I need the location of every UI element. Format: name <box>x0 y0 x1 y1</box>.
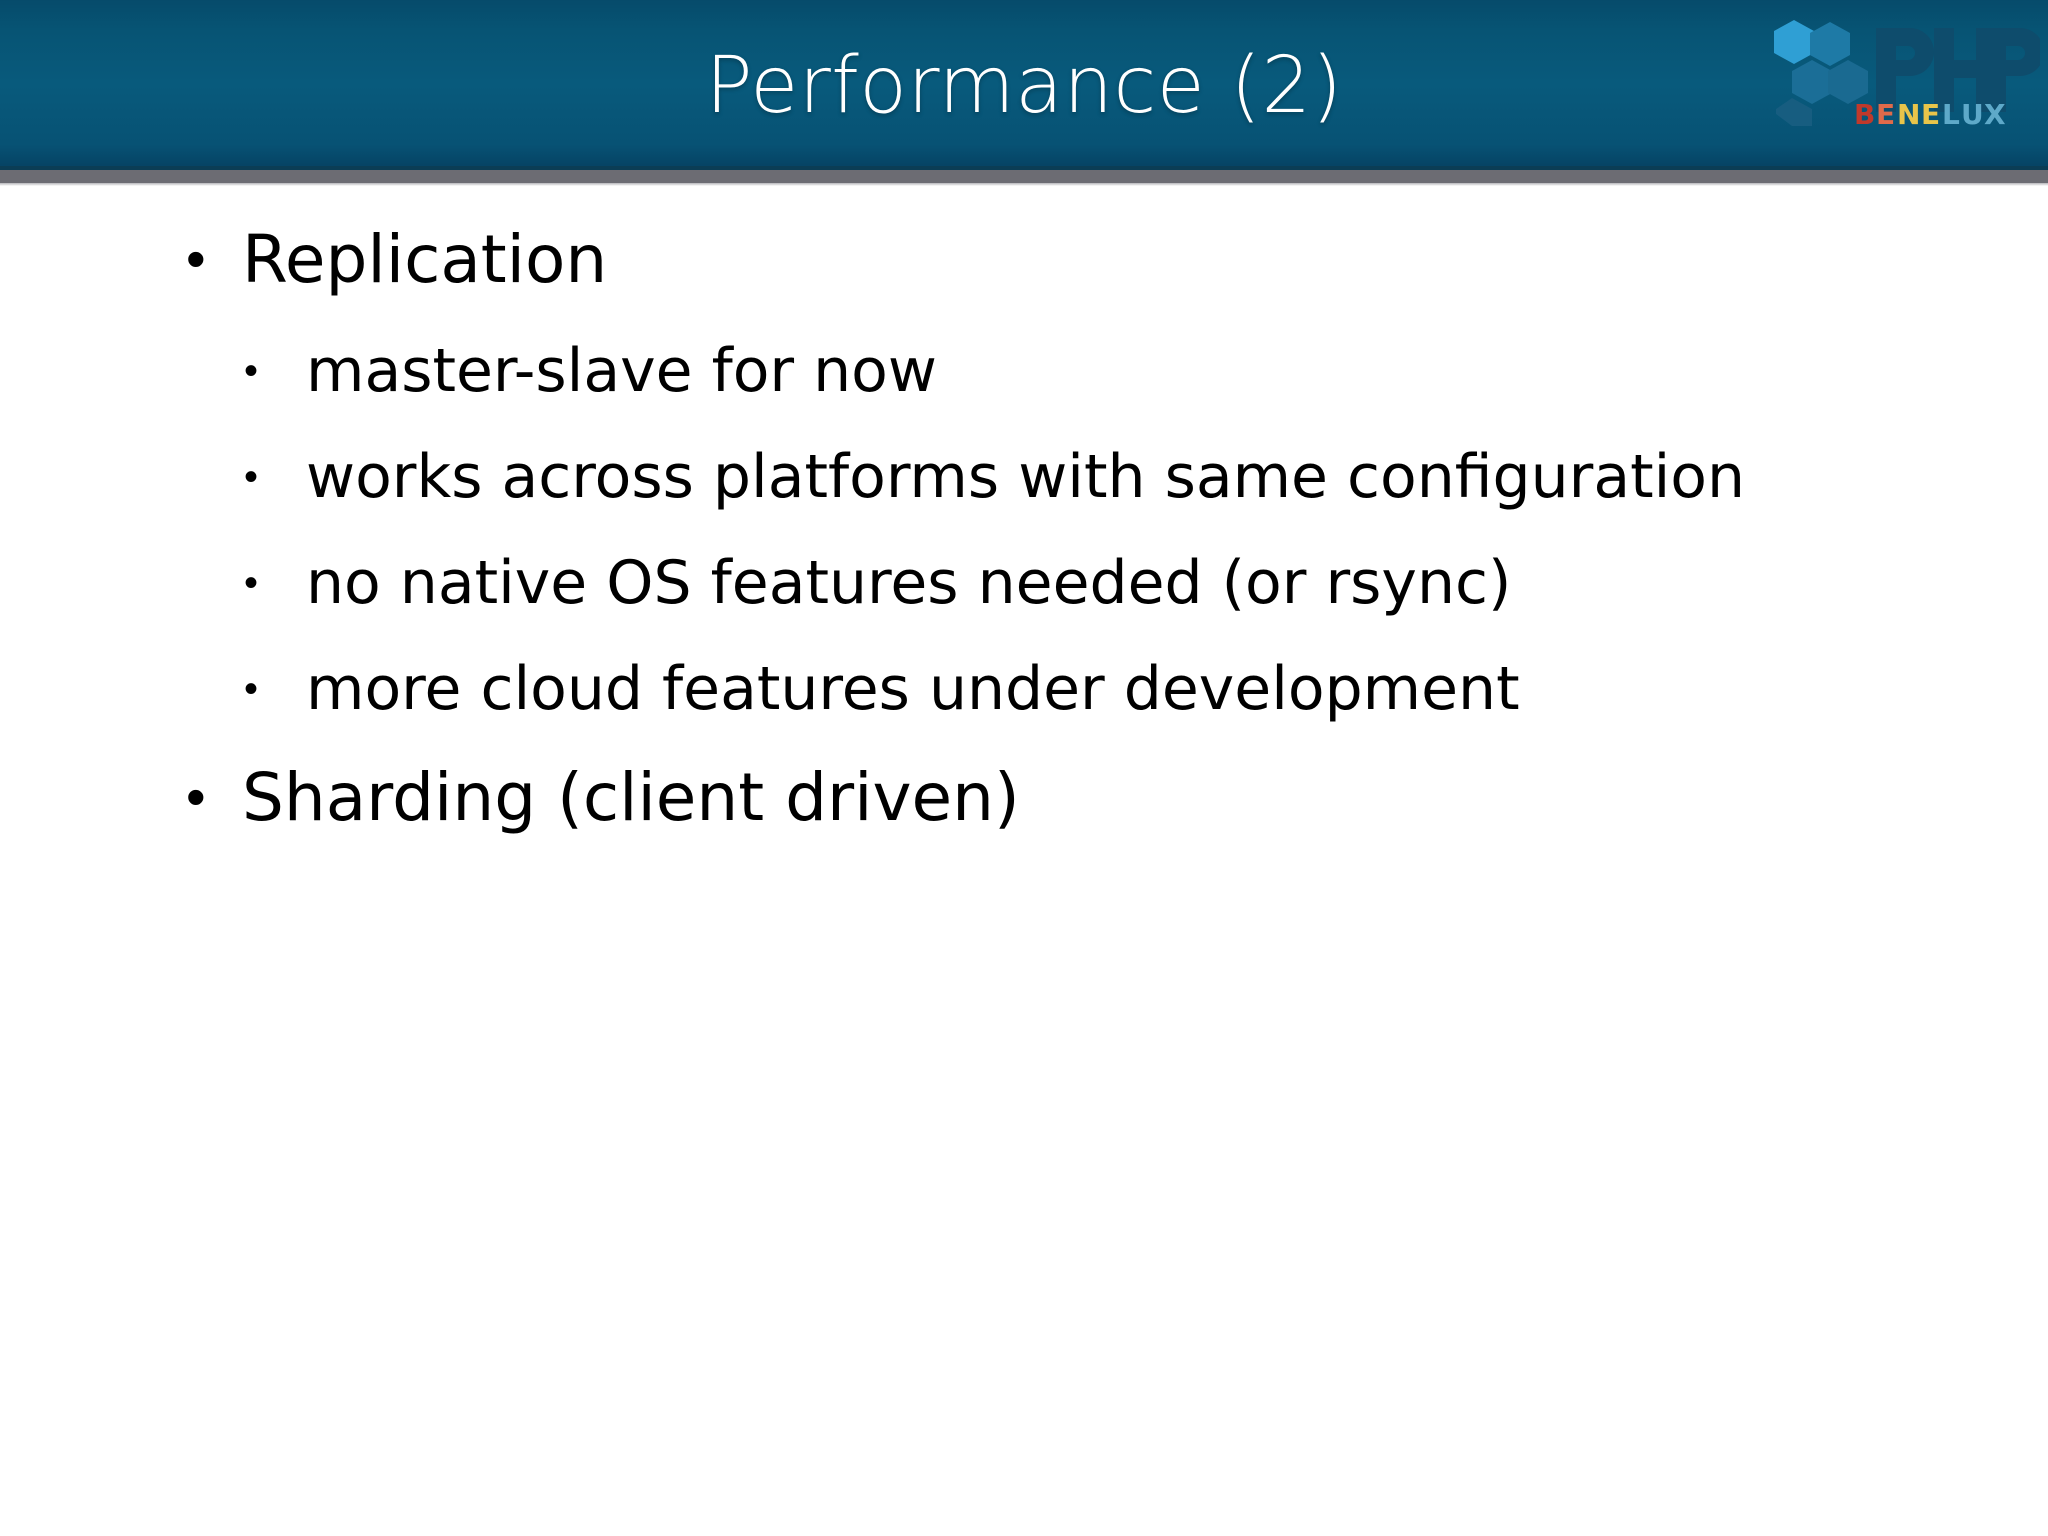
list-item-label: Replication <box>242 221 608 298</box>
svg-text:B: B <box>1854 98 1876 126</box>
list-item: • Sharding (client driven) <box>178 758 2048 838</box>
slide-header: Performance (2) B E <box>0 0 2048 168</box>
svg-text:E: E <box>1921 98 1941 126</box>
list-item: • Replication <box>178 220 2048 300</box>
list-item: • master-slave for now <box>236 334 2048 408</box>
list-item-label: master-slave for now <box>306 336 937 406</box>
header-rule <box>0 170 2048 183</box>
svg-text:U: U <box>1961 98 1984 126</box>
list-item: • no native OS features needed (or rsync… <box>236 546 2048 620</box>
slide-body: • Replication • master-slave for now • w… <box>0 186 2048 1536</box>
list-item-label: no native OS features needed (or rsync) <box>306 548 1512 618</box>
group-spacer <box>0 522 2048 546</box>
bullet-icon: • <box>186 765 206 828</box>
bullet-icon: • <box>244 349 259 393</box>
header-bottom-edge <box>0 166 2048 170</box>
bullet-icon: • <box>186 227 206 290</box>
benelux-wordmark: B E N E L U X <box>1854 98 2006 126</box>
php-benelux-logo: B E N E L U X <box>1772 14 2040 126</box>
group-spacer <box>0 310 2048 334</box>
list-item-label: Sharding (client driven) <box>242 759 1020 836</box>
header-rule-shadow <box>0 183 2048 186</box>
bullet-icon: • <box>244 561 259 605</box>
bullet-icon: • <box>244 455 259 499</box>
svg-text:X: X <box>1984 98 2006 126</box>
group-spacer <box>0 628 2048 652</box>
group-spacer <box>0 734 2048 758</box>
php-wordmark <box>1876 28 2040 112</box>
svg-text:E: E <box>1876 98 1896 126</box>
list-item: • more cloud features under development <box>236 652 2048 726</box>
svg-text:N: N <box>1897 98 1921 126</box>
group-spacer <box>0 416 2048 440</box>
top-spacer <box>0 186 2048 220</box>
hexagon-cluster-icon <box>1774 20 1868 126</box>
list-item-label: more cloud features under development <box>306 654 1520 724</box>
bullet-icon: • <box>244 667 259 711</box>
page-title: Performance (2) <box>705 41 1343 131</box>
list-item: • works across platforms with same confi… <box>236 440 2048 514</box>
svg-text:L: L <box>1942 98 1960 126</box>
list-item-label: works across platforms with same configu… <box>306 442 1746 512</box>
